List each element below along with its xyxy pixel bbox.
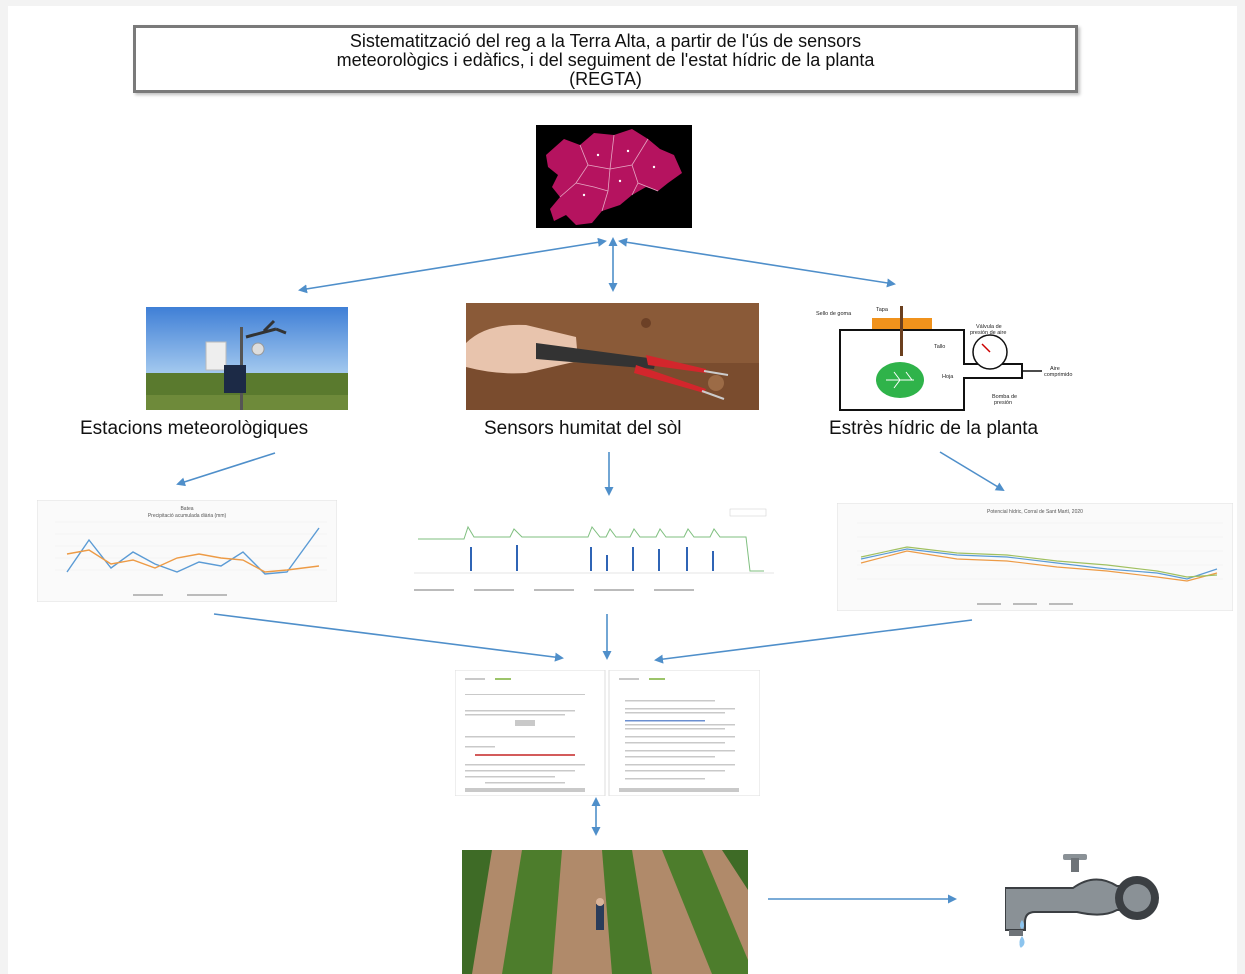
label-leaf: Hoja <box>942 374 954 380</box>
label-valve-top: Válvula de <box>976 324 1002 330</box>
label-lid: Tapa <box>876 307 889 313</box>
arrow-map-to-stress <box>618 237 896 288</box>
label-soil-sensors: Sensors humitat del sòl <box>484 418 682 439</box>
water-tap-icon <box>1005 854 1159 948</box>
label-valve-bottom: presión de aire <box>970 330 1006 336</box>
label-stem: Tallo <box>934 344 945 350</box>
arrow-map-to-weather <box>298 237 607 294</box>
soil-moisture-bars <box>470 545 714 571</box>
water-potential-chart: Potencial hídric, Corral de Sant Martí, … <box>837 503 1233 611</box>
title-line-3: (REGTA) <box>569 69 642 89</box>
pressure-chamber-diagram: Sello de goma Tapa Válvula de presión de… <box>816 306 1072 411</box>
weather-station-photo <box>146 307 348 410</box>
arrow-rainfall-to-report <box>213 613 564 662</box>
label-weather-stations: Estacions meteorològiques <box>80 418 309 439</box>
rainfall-chart: Batea Precipitació acumulada diària (mm) <box>37 500 337 602</box>
water-potential-series-c <box>860 546 1218 578</box>
label-gasket: Sello de goma <box>816 311 852 317</box>
water-drop-icon <box>1019 920 1025 947</box>
label-air-top: Aire <box>1050 366 1060 372</box>
soil-sensor-photo <box>466 303 759 410</box>
water-potential-chart-title: Potencial hídric, Corral de Sant Martí, … <box>987 509 1083 515</box>
soil-moisture-chart <box>394 507 794 605</box>
vineyard-photo <box>462 850 748 974</box>
soil-moisture-line <box>418 525 764 572</box>
rainfall-chart-title: Batea <box>180 506 193 512</box>
label-bomb-bottom: presión <box>994 400 1012 406</box>
title-line-2: meteorològics i edàfics, i del seguiment… <box>336 50 875 70</box>
arrow-potential-to-report <box>654 619 973 664</box>
rainfall-series-a <box>66 527 320 575</box>
title-line-1: Sistematització del reg a la Terra Alta,… <box>349 31 862 51</box>
arrow-weather-to-chart <box>176 452 276 487</box>
map-icon <box>536 125 692 228</box>
rainfall-series-b <box>66 549 320 573</box>
label-bomb-top: Bomba de <box>992 394 1017 400</box>
label-air-bottom: comprimido <box>1044 372 1072 378</box>
arrow-stress-to-chart <box>939 451 1005 492</box>
report-pages <box>455 670 760 796</box>
water-potential-series-b <box>860 550 1218 582</box>
diagram-title: Sistematització del reg a la Terra Alta,… <box>133 25 1078 93</box>
water-potential-series-a <box>860 548 1218 580</box>
rainfall-chart-subtitle: Precipitació acumulada diària (mm) <box>148 513 227 519</box>
label-plant-stress: Estrès hídric de la planta <box>829 418 1039 439</box>
